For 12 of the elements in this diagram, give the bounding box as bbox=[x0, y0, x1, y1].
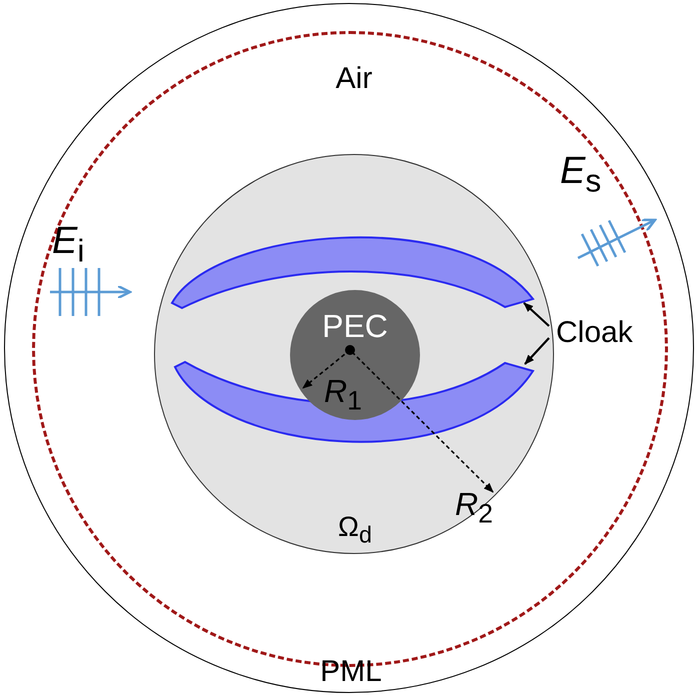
region-label: PML bbox=[320, 657, 382, 687]
region-label: PEC bbox=[322, 310, 388, 342]
dimension-label: R$_{1}$ bbox=[324, 375, 362, 414]
cloak-label: Cloak bbox=[556, 318, 652, 354]
region-label: Air bbox=[336, 64, 372, 94]
field-label: E$_{s}$ bbox=[560, 152, 602, 198]
leader-arrow bbox=[523, 302, 550, 327]
field-label: E$_{i}$ bbox=[52, 222, 84, 268]
boundary-circle bbox=[4, 3, 694, 693]
dimension-label: R$_{2}$ bbox=[455, 488, 493, 528]
region-label: Ω$_{d}$ bbox=[338, 513, 372, 547]
leader-arrow bbox=[524, 337, 550, 365]
